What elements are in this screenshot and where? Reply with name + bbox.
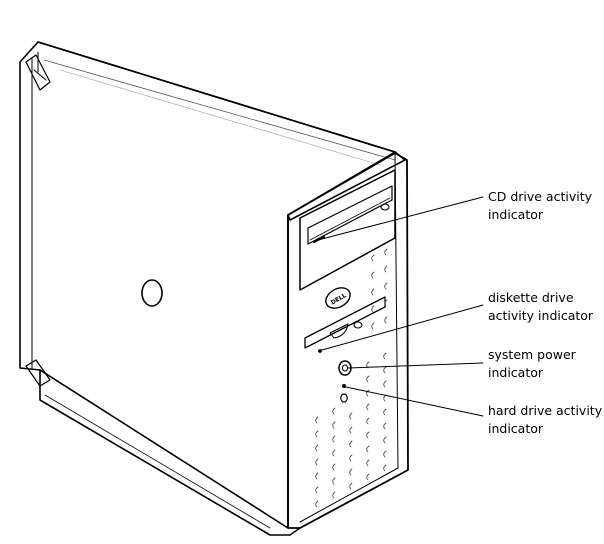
vent-slot — [315, 486, 319, 494]
vent-slot — [366, 403, 370, 411]
side-panel — [19, 41, 396, 529]
front-bezel: DELL — [287, 152, 409, 529]
vent-slot — [349, 454, 353, 462]
vent-slot — [371, 254, 375, 262]
vent-slot — [383, 450, 387, 458]
callout-power-indicator: system power indicator — [488, 346, 576, 382]
vent-slot — [349, 468, 353, 476]
callout-cd-line2: indicator — [488, 207, 544, 222]
callout-power-line1: system power — [488, 347, 576, 362]
vent-slot — [332, 463, 336, 471]
vent-slot — [371, 305, 375, 313]
vent-slot — [383, 408, 387, 416]
vent-slot — [366, 375, 370, 383]
vent-slot — [366, 431, 370, 439]
vent-slot — [384, 316, 388, 324]
side-panel-button — [141, 279, 163, 307]
diskette-activity-led — [318, 349, 322, 353]
vent-slot — [315, 472, 319, 480]
vent-slot — [349, 412, 353, 420]
vent-slot — [383, 422, 387, 430]
diskette-eject-button — [353, 321, 363, 329]
reset-button — [340, 393, 348, 403]
vent-slot — [366, 389, 370, 397]
vent-slot — [371, 271, 375, 279]
vent-slot — [371, 288, 375, 296]
callout-diskette-line2: activity indicator — [488, 308, 594, 323]
callout-hdd-line2: indicator — [488, 421, 544, 436]
vent-slot — [383, 366, 387, 374]
vent-slot — [315, 416, 319, 424]
vent-slot — [332, 491, 336, 499]
top-bevel — [37, 41, 406, 221]
vent-slot — [366, 445, 370, 453]
callout-leaders — [317, 196, 484, 417]
cd-drive-bay — [299, 169, 396, 291]
leader-hdd — [345, 386, 484, 417]
callout-diskette-line1: diskette drive — [488, 290, 574, 305]
leader-diskette — [321, 304, 484, 351]
vent-slot — [366, 473, 370, 481]
callout-cd-line1: CD drive activity — [488, 189, 593, 204]
vent-slot — [371, 322, 375, 330]
vent-slot — [332, 421, 336, 429]
vent-slot — [315, 458, 319, 466]
vent-slot — [383, 352, 387, 360]
vent-slot — [384, 299, 388, 307]
vent-slot — [366, 459, 370, 467]
callout-diskette-indicator: diskette drive activity indicator — [488, 289, 593, 325]
vent-slot — [383, 436, 387, 444]
front-vents — [315, 248, 388, 508]
vent-slot — [384, 282, 388, 290]
callout-cd-drive-indicator: CD drive activity indicator — [488, 188, 592, 224]
vent-slot — [332, 477, 336, 485]
leader-cd — [317, 196, 484, 241]
vent-slot — [349, 426, 353, 434]
leader-power — [347, 362, 484, 369]
vent-slot — [366, 417, 370, 425]
base-foot — [39, 369, 301, 536]
vent-slot — [349, 440, 353, 448]
callout-hdd-line1: hard drive activity — [488, 403, 603, 418]
vent-slot — [332, 449, 336, 457]
hard-drive-activity-led — [342, 384, 346, 388]
diskette-drive — [304, 296, 386, 353]
vent-slot — [383, 464, 387, 472]
vent-slot — [383, 380, 387, 388]
vent-slot — [315, 500, 319, 508]
cd-eject-button — [380, 203, 390, 211]
vent-slot — [349, 482, 353, 490]
vent-slot — [315, 444, 319, 452]
callout-power-line2: indicator — [488, 365, 544, 380]
callout-hdd-indicator: hard drive activity indicator — [488, 402, 602, 438]
vent-slot — [384, 265, 388, 273]
vent-slot — [332, 407, 336, 415]
vent-slot — [384, 248, 388, 256]
vent-slot — [332, 435, 336, 443]
vent-slot — [315, 430, 319, 438]
dell-logo-badge: DELL — [325, 287, 351, 309]
